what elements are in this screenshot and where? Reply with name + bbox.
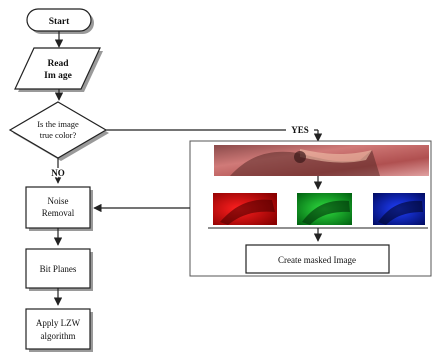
noise-removal-node: Noise Removal bbox=[25, 186, 93, 231]
color-processing-panel: Create masked Image bbox=[189, 140, 432, 277]
read-image-line-1: Read bbox=[47, 59, 69, 69]
lzw-line-2: algorithm bbox=[41, 331, 76, 341]
red-channel-image bbox=[213, 193, 277, 225]
no-label: NO bbox=[51, 168, 65, 178]
bit-planes-label: Bit Planes bbox=[40, 264, 77, 274]
lzw-node: Apply LZW algorithm bbox=[25, 308, 93, 352]
bit-planes-node: Bit Planes bbox=[25, 248, 93, 291]
green-channel-image bbox=[297, 193, 352, 225]
start-label: Start bbox=[49, 17, 70, 27]
read-image-line-2: Im age bbox=[44, 71, 72, 81]
decision-line-2: true color? bbox=[40, 130, 77, 140]
yes-label: YES bbox=[291, 125, 309, 135]
decision-line-1: Is the image bbox=[37, 119, 79, 129]
start-terminal: Start bbox=[26, 8, 94, 34]
color-photo bbox=[214, 145, 429, 176]
lzw-line-1: Apply LZW bbox=[36, 318, 81, 328]
create-masked-label: Create masked Image bbox=[278, 255, 356, 265]
noise-removal-line-2: Removal bbox=[42, 208, 75, 218]
read-image-node: Read Im age bbox=[14, 47, 103, 92]
create-masked-image-node: Create masked Image bbox=[245, 244, 390, 274]
blue-channel-image bbox=[373, 193, 425, 225]
decision-node: Is the image true color? bbox=[8, 101, 109, 161]
noise-removal-line-1: Noise bbox=[48, 196, 69, 206]
